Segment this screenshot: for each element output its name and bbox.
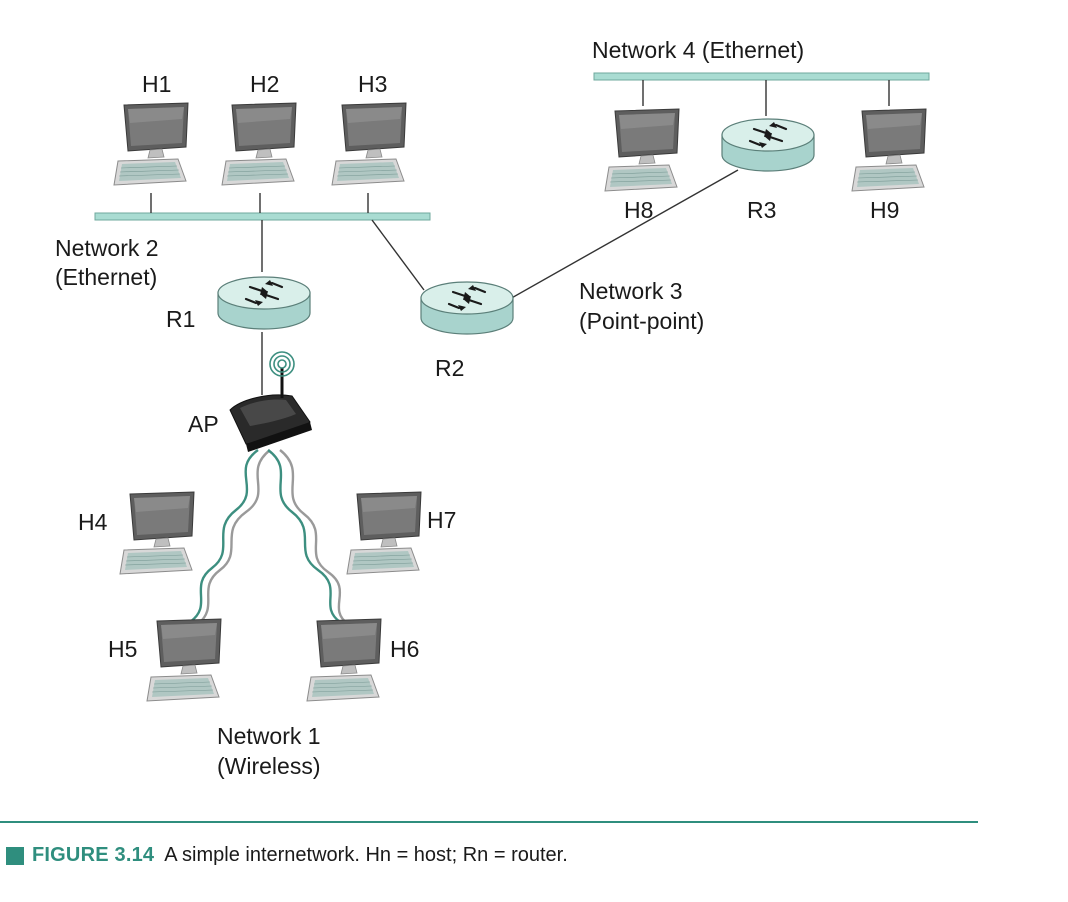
router-r1 [216,275,312,331]
network4-bus [593,72,930,81]
host-h1 [113,102,189,186]
host-label-h7: H7 [427,507,457,533]
router-r3 [720,117,816,173]
host-label-h9: H9 [870,197,900,223]
host-h8 [604,108,680,192]
host-h7 [346,491,422,575]
wireless-links [189,449,349,625]
router-r2 [419,280,515,336]
host-label-h4: H4 [78,509,108,535]
caption-divider [0,821,978,823]
network1-label-line2: (Wireless) [217,753,321,779]
host-label-h5: H5 [108,636,138,662]
links [150,80,890,395]
network4-label: Network 4 (Ethernet) [592,37,805,63]
network3-label-line2: (Point-point) [579,308,705,334]
access-point-label: AP [188,411,219,437]
network2-label-line2: (Ethernet) [55,264,158,290]
host-h5 [146,618,222,702]
figure-caption: FIGURE 3.14 A simple internetwork. Hn = … [6,844,568,867]
host-label-h1: H1 [142,71,172,97]
network1-label-line1: Network 1 [217,723,321,749]
host-h3 [331,102,407,186]
access-point-icon [229,351,312,452]
figure-number: FIGURE 3.14 [32,844,155,866]
host-label-h8: H8 [624,197,654,223]
router-label-r1: R1 [166,306,196,332]
host-h9 [851,108,927,192]
router-label-r2: R2 [435,355,465,381]
host-h6 [306,618,382,702]
host-h4 [119,491,195,575]
host-label-h3: H3 [358,71,388,97]
network2-label-line1: Network 2 [55,235,159,261]
network2-bus [94,212,431,221]
caption-square-icon [6,846,24,865]
network3-label-line1: Network 3 [579,278,683,304]
caption-text: A simple internetwork. Hn = host; Rn = r… [164,844,568,866]
host-label-h2: H2 [250,71,280,97]
router-label-r3: R3 [747,197,777,223]
host-label-h6: H6 [390,636,420,662]
host-h2 [221,102,297,186]
